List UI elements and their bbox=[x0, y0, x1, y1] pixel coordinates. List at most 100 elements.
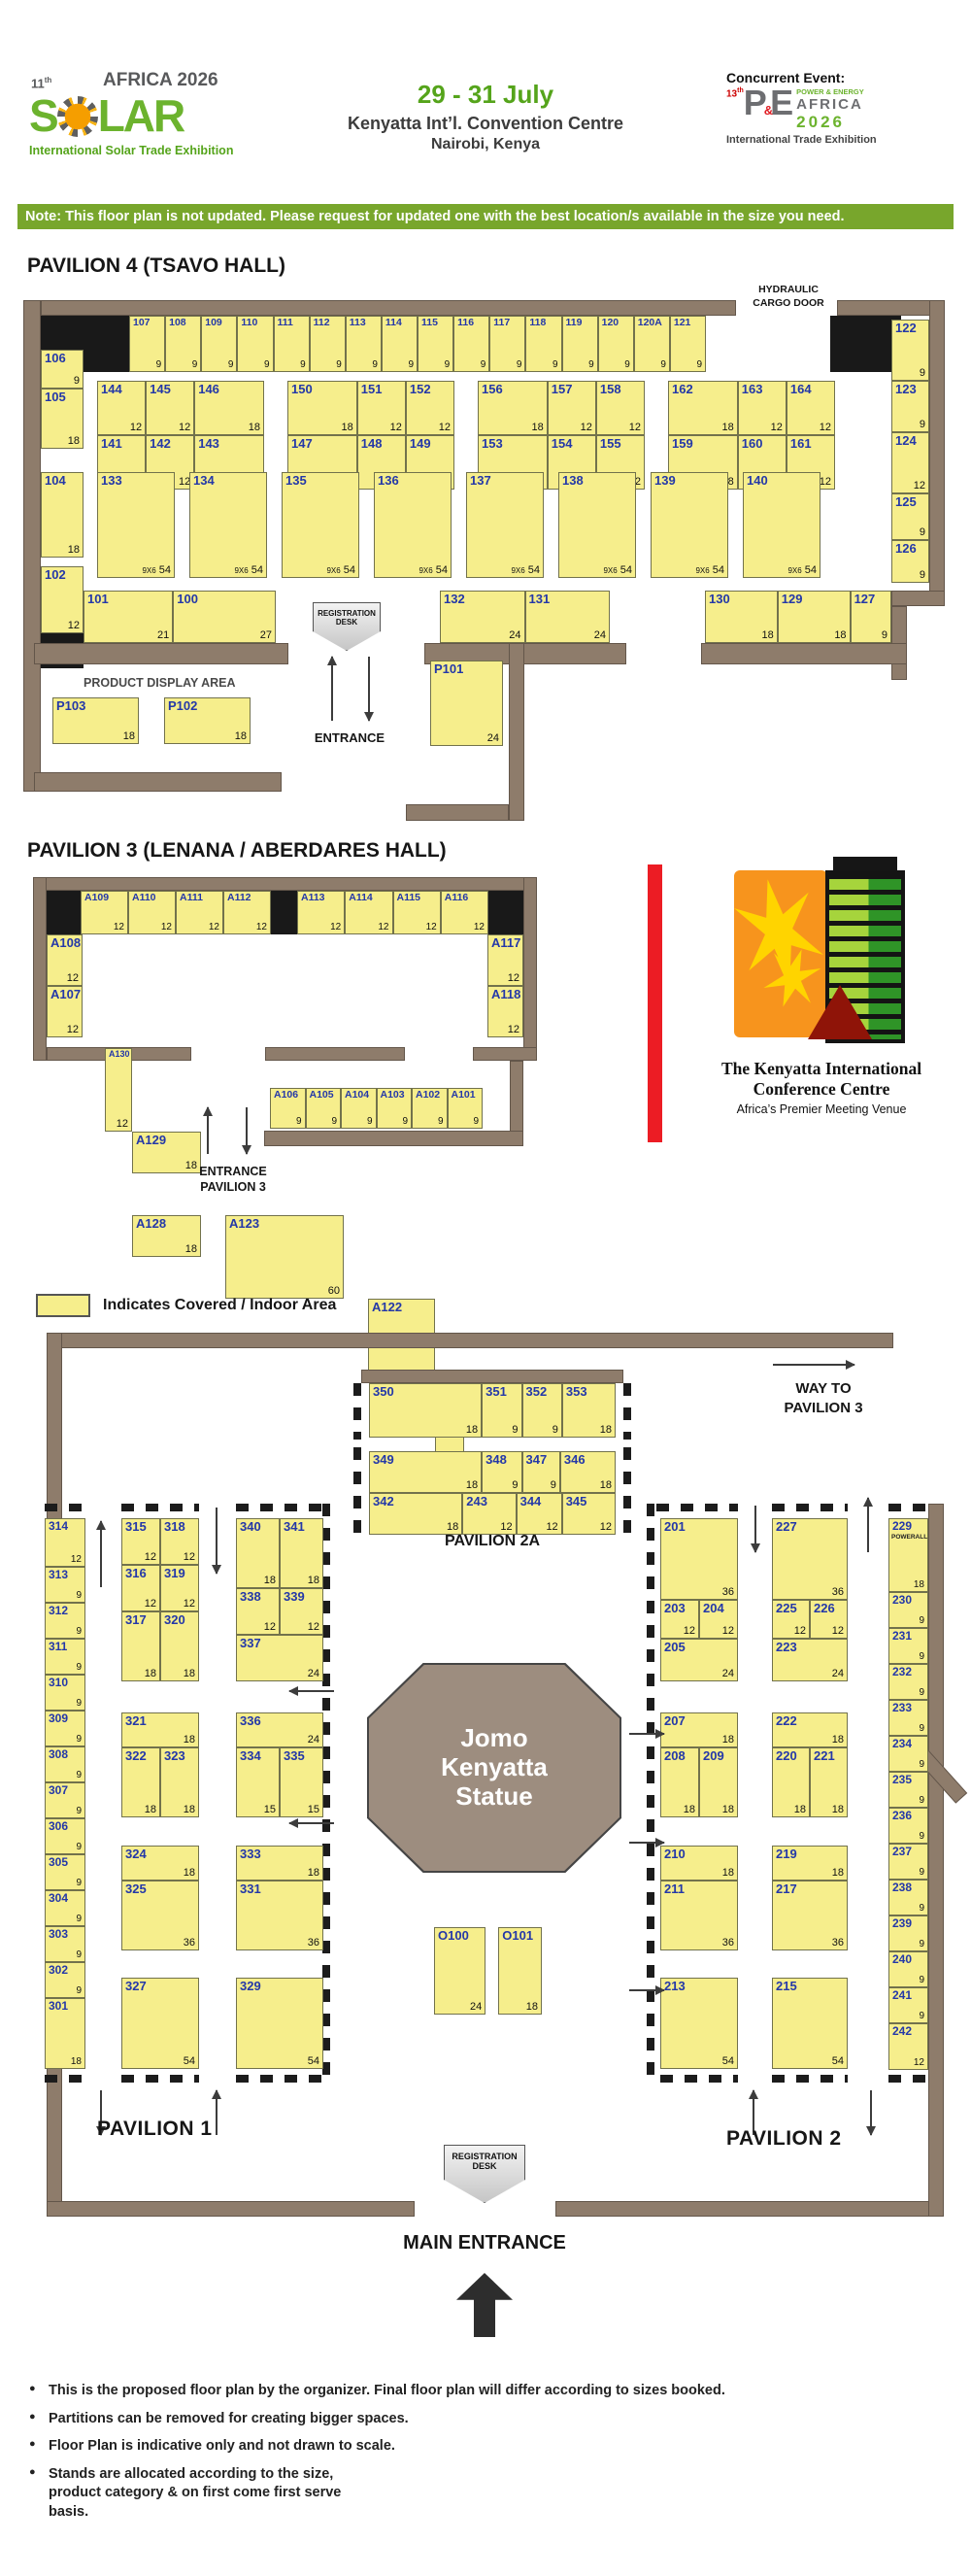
booth-349[interactable]: 34918 bbox=[369, 1451, 483, 1493]
booth-106[interactable]: 1069 bbox=[41, 350, 84, 389]
booth-318[interactable]: 31812 bbox=[160, 1518, 199, 1565]
booth-134[interactable]: 1349X6 54 bbox=[189, 472, 267, 578]
booth-120[interactable]: 1209 bbox=[597, 316, 634, 372]
booth-A111[interactable]: A11112 bbox=[176, 891, 223, 934]
booth-314[interactable]: 31412 bbox=[45, 1518, 85, 1567]
booth-307[interactable]: 3079 bbox=[45, 1782, 85, 1818]
booth-327[interactable]: 32754 bbox=[121, 1978, 199, 2069]
booth-335[interactable]: 33515 bbox=[280, 1747, 323, 1817]
booth-208[interactable]: 20818 bbox=[660, 1747, 699, 1817]
booth-A118[interactable]: A11812 bbox=[487, 986, 523, 1037]
booth-135[interactable]: 1359X6 54 bbox=[282, 472, 359, 578]
booth-A104[interactable]: A1049 bbox=[341, 1088, 377, 1129]
booth-113[interactable]: 1139 bbox=[345, 316, 382, 372]
booth-238[interactable]: 2389 bbox=[888, 1880, 928, 1915]
booth-A107[interactable]: A10712 bbox=[47, 986, 83, 1037]
booth-334[interactable]: 33415 bbox=[236, 1747, 280, 1817]
booth-233[interactable]: 2339 bbox=[888, 1700, 928, 1736]
booth-313[interactable]: 3139 bbox=[45, 1567, 85, 1603]
booth-P103[interactable]: P10318 bbox=[52, 697, 139, 744]
booth-107[interactable]: 1079 bbox=[129, 316, 166, 372]
booth-117[interactable]: 1179 bbox=[489, 316, 526, 372]
booth-127[interactable]: 1279 bbox=[850, 591, 891, 643]
booth-329[interactable]: 32954 bbox=[236, 1978, 323, 2069]
booth-319[interactable]: 31912 bbox=[160, 1565, 199, 1611]
booth-324[interactable]: 32418 bbox=[121, 1846, 199, 1881]
booth-100[interactable]: 10027 bbox=[173, 591, 276, 643]
booth-325[interactable]: 32536 bbox=[121, 1881, 199, 1950]
booth-145[interactable]: 14512 bbox=[146, 381, 195, 435]
booth-A129[interactable]: A12918 bbox=[132, 1132, 201, 1173]
booth-119[interactable]: 1199 bbox=[561, 316, 598, 372]
booth-237[interactable]: 2379 bbox=[888, 1844, 928, 1880]
booth-116[interactable]: 1169 bbox=[453, 316, 490, 372]
booth-139[interactable]: 1399X6 54 bbox=[651, 472, 728, 578]
booth-320[interactable]: 32018 bbox=[160, 1611, 199, 1681]
booth-P101[interactable]: P10124 bbox=[430, 661, 503, 746]
booth-316[interactable]: 31612 bbox=[121, 1565, 160, 1611]
booth-158[interactable]: 15812 bbox=[595, 381, 645, 435]
booth-222[interactable]: 22218 bbox=[772, 1712, 848, 1747]
booth-341[interactable]: 34118 bbox=[280, 1518, 323, 1588]
booth-130[interactable]: 13018 bbox=[705, 591, 778, 643]
booth-111[interactable]: 1119 bbox=[273, 316, 310, 372]
booth-126[interactable]: 1269 bbox=[891, 540, 929, 583]
booth-346[interactable]: 34618 bbox=[559, 1451, 616, 1493]
booth-112[interactable]: 1129 bbox=[309, 316, 346, 372]
booth-337[interactable]: 33724 bbox=[236, 1635, 323, 1681]
booth-240[interactable]: 2409 bbox=[888, 1951, 928, 1987]
booth-303[interactable]: 3039 bbox=[45, 1926, 85, 1962]
booth-A114[interactable]: A11412 bbox=[345, 891, 393, 934]
booth-140[interactable]: 1409X6 54 bbox=[743, 472, 820, 578]
booth-217[interactable]: 21736 bbox=[772, 1881, 848, 1950]
booth-120A[interactable]: 120A9 bbox=[633, 316, 670, 372]
booth-223[interactable]: 22324 bbox=[772, 1639, 848, 1681]
booth-345[interactable]: 34512 bbox=[561, 1493, 616, 1535]
booth-215[interactable]: 21554 bbox=[772, 1978, 848, 2069]
booth-207[interactable]: 20718 bbox=[660, 1712, 738, 1747]
booth-A108[interactable]: A10812 bbox=[47, 934, 83, 986]
booth-133[interactable]: 1339X6 54 bbox=[97, 472, 175, 578]
booth-A105[interactable]: A1059 bbox=[305, 1088, 341, 1129]
booth-121[interactable]: 1219 bbox=[669, 316, 706, 372]
booth-118[interactable]: 1189 bbox=[525, 316, 562, 372]
booth-339[interactable]: 33912 bbox=[280, 1588, 323, 1635]
booth-348[interactable]: 3489 bbox=[482, 1451, 522, 1493]
booth-144[interactable]: 14412 bbox=[97, 381, 147, 435]
booth-213[interactable]: 21354 bbox=[660, 1978, 738, 2069]
booth-204[interactable]: 20412 bbox=[699, 1600, 738, 1639]
booth-162[interactable]: 16218 bbox=[668, 381, 738, 435]
booth-236[interactable]: 2369 bbox=[888, 1808, 928, 1844]
booth-203[interactable]: 20312 bbox=[660, 1600, 699, 1639]
booth-242[interactable]: 24212 bbox=[888, 2023, 928, 2070]
booth-338[interactable]: 33812 bbox=[236, 1588, 280, 1635]
booth-321[interactable]: 32118 bbox=[121, 1712, 199, 1747]
booth-146[interactable]: 14618 bbox=[194, 381, 264, 435]
booth-205[interactable]: 20524 bbox=[660, 1639, 738, 1681]
booth-302[interactable]: 3029 bbox=[45, 1962, 85, 1998]
booth-105[interactable]: 10518 bbox=[41, 389, 84, 449]
booth-A101[interactable]: A1019 bbox=[447, 1088, 483, 1129]
booth-312[interactable]: 3129 bbox=[45, 1603, 85, 1639]
booth-243[interactable]: 24312 bbox=[462, 1493, 517, 1535]
booth-333[interactable]: 33318 bbox=[236, 1846, 323, 1881]
booth-311[interactable]: 3119 bbox=[45, 1639, 85, 1675]
booth-150[interactable]: 15018 bbox=[287, 381, 357, 435]
booth-301[interactable]: 30118 bbox=[45, 1998, 85, 2069]
booth-220[interactable]: 22018 bbox=[772, 1747, 810, 1817]
booth-A123[interactable]: A12360 bbox=[225, 1215, 344, 1299]
booth-342[interactable]: 34218 bbox=[369, 1493, 463, 1535]
booth-102[interactable]: 10212 bbox=[41, 566, 84, 633]
booth-305[interactable]: 3059 bbox=[45, 1854, 85, 1890]
booth-136[interactable]: 1369X6 54 bbox=[374, 472, 452, 578]
booth-352[interactable]: 3529 bbox=[521, 1383, 562, 1438]
booth-A109[interactable]: A10912 bbox=[81, 891, 128, 934]
booth-A106[interactable]: A1069 bbox=[270, 1088, 306, 1129]
booth-157[interactable]: 15712 bbox=[547, 381, 596, 435]
booth-114[interactable]: 1149 bbox=[381, 316, 418, 372]
booth-239[interactable]: 2399 bbox=[888, 1915, 928, 1951]
booth-350[interactable]: 35018 bbox=[369, 1383, 483, 1438]
booth-315[interactable]: 31512 bbox=[121, 1518, 160, 1565]
booth-A116[interactable]: A11612 bbox=[440, 891, 488, 934]
booth-122[interactable]: 1229 bbox=[891, 320, 929, 381]
